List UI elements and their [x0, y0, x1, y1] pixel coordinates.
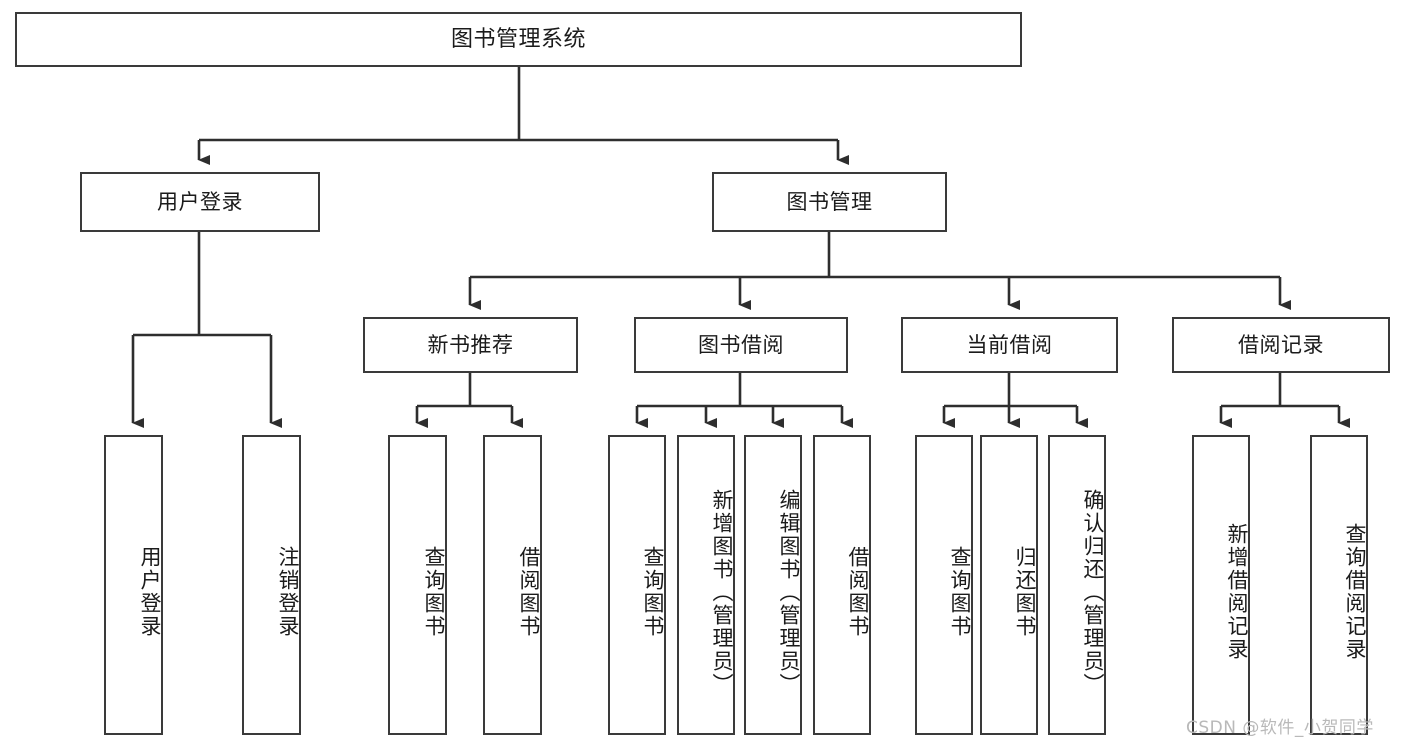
node-book-management[interactable]: 图书管理: [712, 172, 947, 232]
node-label: 图书管理: [786, 189, 873, 214]
node-label: 用户登录: [138, 546, 162, 638]
leaf-borrow-book-recommend[interactable]: 借阅图书: [483, 435, 542, 735]
node-label: 借阅图书: [846, 546, 870, 638]
node-label: 当前借阅: [966, 332, 1053, 357]
node-book-borrow[interactable]: 图书借阅: [634, 317, 848, 373]
node-label: 借阅图书: [517, 546, 541, 638]
leaf-return-book[interactable]: 归还图书: [980, 435, 1038, 735]
node-label: 新增借阅记录: [1225, 523, 1249, 661]
leaf-user-login[interactable]: 用户登录: [104, 435, 163, 735]
node-label: 确认归还（管理员）: [1081, 488, 1105, 696]
node-label: 新增图书（管理员）: [710, 488, 734, 696]
node-label: 用户登录: [157, 189, 243, 214]
node-label: 图书管理系统: [450, 26, 586, 52]
node-label: 注销登录: [276, 546, 300, 638]
node-current-borrow[interactable]: 当前借阅: [901, 317, 1118, 373]
leaf-query-book-borrow[interactable]: 查询图书: [608, 435, 666, 735]
node-label: 归还图书: [1013, 546, 1037, 638]
leaf-confirm-return-admin[interactable]: 确认归还（管理员）: [1048, 435, 1106, 735]
node-label: 查询图书: [641, 546, 665, 638]
leaf-borrow-book[interactable]: 借阅图书: [813, 435, 871, 735]
node-label: 查询借阅记录: [1343, 523, 1367, 661]
node-label: 查询图书: [422, 546, 446, 638]
leaf-query-book-recommend[interactable]: 查询图书: [388, 435, 447, 735]
node-user-login[interactable]: 用户登录: [80, 172, 320, 232]
leaf-logout[interactable]: 注销登录: [242, 435, 301, 735]
leaf-edit-book-admin[interactable]: 编辑图书（管理员）: [744, 435, 802, 735]
node-label: 新书推荐: [427, 332, 514, 357]
node-borrow-record[interactable]: 借阅记录: [1172, 317, 1390, 373]
node-root-system[interactable]: 图书管理系统: [15, 12, 1022, 67]
node-label: 查询图书: [948, 546, 972, 638]
leaf-query-borrow-record[interactable]: 查询借阅记录: [1310, 435, 1368, 735]
node-label: 编辑图书（管理员）: [777, 488, 801, 696]
leaf-add-borrow-record[interactable]: 新增借阅记录: [1192, 435, 1250, 735]
node-label: 借阅记录: [1238, 332, 1324, 357]
node-new-book-recommend[interactable]: 新书推荐: [363, 317, 578, 373]
watermark-text: CSDN @软件_小贺同学: [1186, 718, 1374, 738]
leaf-add-book-admin[interactable]: 新增图书（管理员）: [677, 435, 735, 735]
leaf-query-book-current[interactable]: 查询图书: [915, 435, 973, 735]
node-label: 图书借阅: [698, 332, 784, 357]
